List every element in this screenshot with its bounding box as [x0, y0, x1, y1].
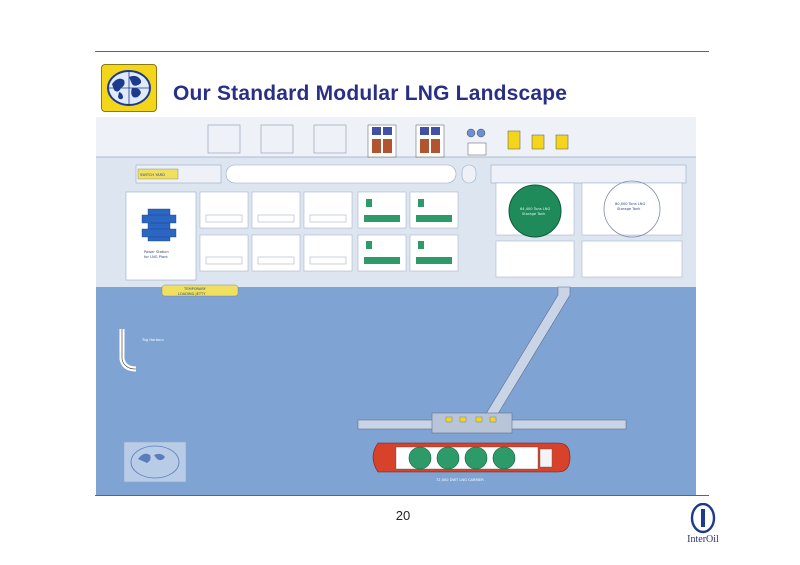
page-number: 20 — [395, 508, 411, 523]
bottom-rule — [95, 495, 709, 496]
lng-tank-built — [508, 184, 562, 238]
utility-buildings — [507, 130, 569, 150]
lng-carrier — [372, 442, 571, 473]
lng-tank-future — [603, 180, 661, 238]
jetty-label-2: LOADING JETTY — [178, 292, 206, 296]
power-station — [141, 208, 177, 242]
storage-mid-label-2: Storage Tank — [522, 212, 546, 216]
top-rule — [95, 51, 709, 52]
power-station-label: Power Station — [144, 250, 169, 254]
temporary-jetty — [161, 284, 239, 297]
storage-right-label-2: Storage Tank — [617, 207, 641, 211]
power-station-label-2: for LNG Plant — [144, 255, 168, 259]
globe-watermark — [123, 441, 187, 483]
title-bar: Our Standard Modular LNG Landscape — [95, 60, 709, 118]
page-title: Our Standard Modular LNG Landscape — [173, 82, 568, 105]
switch-yard — [137, 168, 179, 180]
installed-train-modules — [364, 199, 452, 264]
globe-icon — [107, 70, 151, 106]
compressor-modules — [367, 124, 487, 158]
lng-site-plan: SWITCH YARD Power Station for LNG Plant … — [96, 117, 696, 495]
tank-plot-right — [581, 182, 683, 236]
road-network — [135, 164, 687, 184]
ship-caption: 72,000 DWT LNG CARRIER — [436, 478, 484, 482]
switch-yard-label: SWITCH YARD — [140, 173, 165, 177]
future-train-outlines — [205, 214, 347, 265]
jetty-label: TEMPORARY — [183, 287, 207, 291]
north-compounds — [207, 124, 347, 154]
globe-logo — [101, 64, 157, 112]
storage-mid-label: 64,400 Tons LNG — [520, 207, 550, 211]
brand-name: InterOil — [687, 534, 719, 545]
interoil-logo-icon — [690, 503, 716, 534]
storage-right-label: 80,000 Tons LNG — [615, 202, 645, 206]
tug-harbour-label: Tug Harbour — [141, 338, 164, 342]
